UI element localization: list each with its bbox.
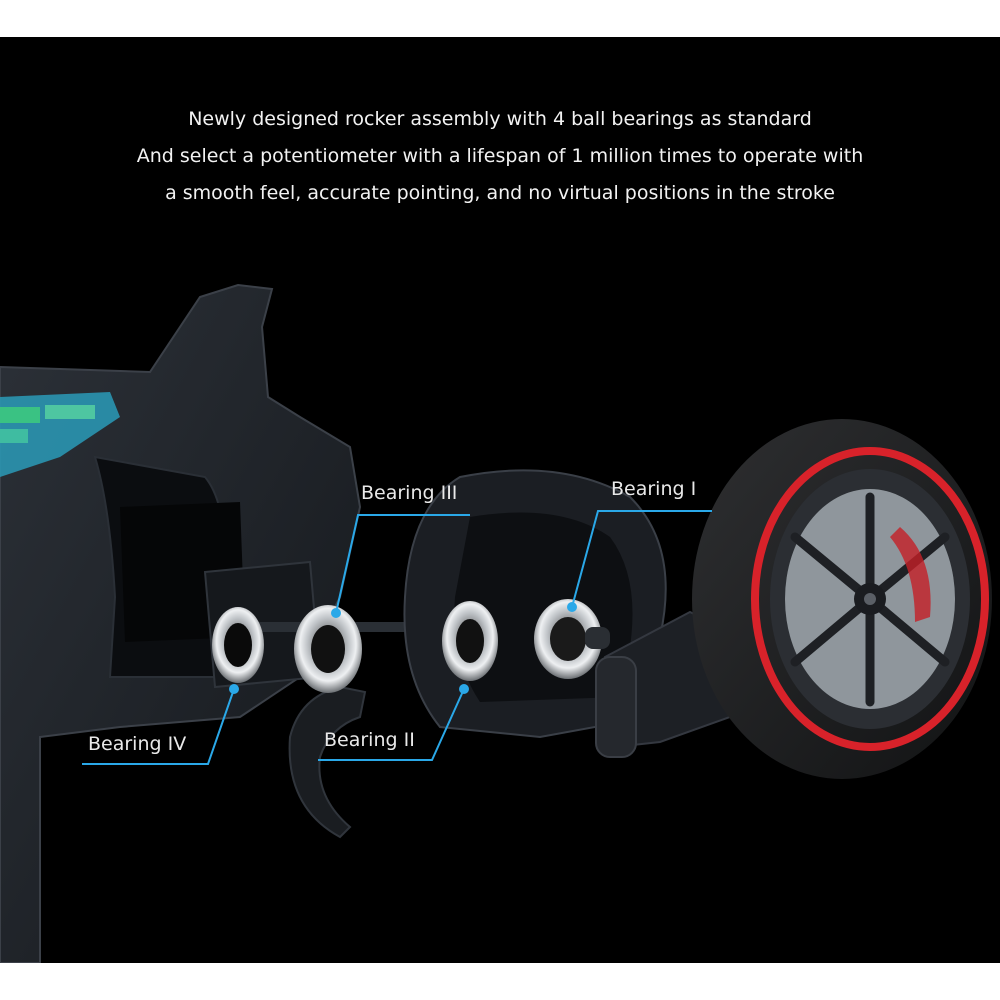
callout-lines [82,510,712,765]
bearing-2 [442,601,498,681]
bearing-4-label: Bearing IV [88,733,187,755]
callout-line-bearing-1 [571,510,712,608]
headline-line-2: And select a potentiometer with a lifesp… [136,145,864,167]
headline: Newly designed rocker assembly with 4 ba… [0,101,1000,212]
bearing-1 [534,599,610,679]
callout-line-bearing-2 [318,688,465,761]
bearing-3-label: Bearing III [361,482,458,504]
trigger [288,685,367,839]
bearing-3 [294,605,362,693]
exploded-rocker-assembly-illustration [0,283,992,963]
bearing-2-label: Bearing II [324,729,415,751]
headline-line-1: Newly designed rocker assembly with 4 ba… [188,108,812,130]
callout-line-bearing-3 [335,514,470,614]
product-image: Newly designed rocker assembly with 4 ba… [0,37,1000,963]
steering-wheel [692,419,992,779]
headline-line-3: a smooth feel, accurate pointing, and no… [165,182,835,204]
callout-line-bearing-4 [82,688,235,765]
bearing-1-label: Bearing I [611,478,697,500]
bearing-4 [212,607,264,683]
